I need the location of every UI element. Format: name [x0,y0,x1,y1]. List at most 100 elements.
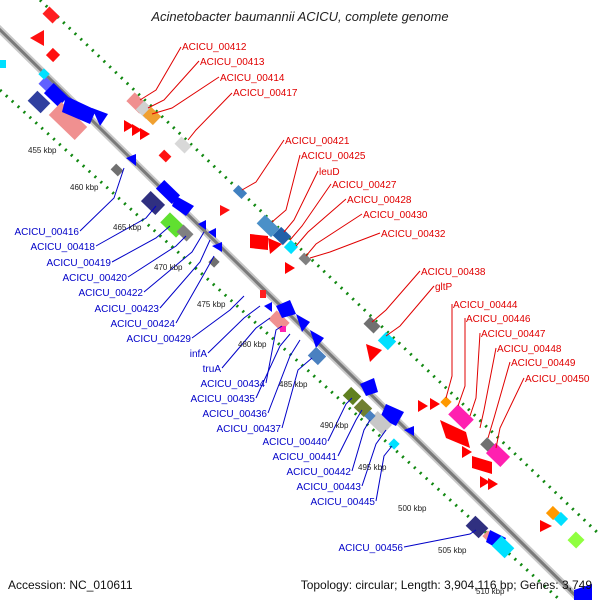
topology-text: Topology: circular; Length: 3,904,116 bp… [300,578,592,592]
gene-label-reverse: ACICU_00445 [311,497,376,508]
leader-line [111,225,171,263]
gene-label-reverse: truA [203,364,222,375]
leader-line [495,377,525,449]
gene-label-forward: ACICU_00444 [453,300,518,311]
scale-label: 470 kbp [154,263,183,272]
feature-reverse [310,330,324,348]
gene-label-forward: gltP [435,282,453,293]
feature-reverse [465,515,489,539]
feature-reverse [212,242,222,252]
feature-reverse [307,346,327,366]
feature-reverse [110,163,124,177]
map-title: Acinetobacter baumannii ACICU, complete … [151,9,449,24]
feature-forward [30,30,44,46]
scale-label: 495 kbp [358,463,387,472]
feature-reverse [360,378,378,396]
feature-forward [567,531,585,549]
feature-reverse [176,224,194,242]
gene-label-reverse: ACICU_00419 [47,258,112,269]
feature-forward [140,128,150,140]
scale-label: 505 kbp [438,546,467,555]
gene-label-reverse: ACICU_00456 [339,543,404,554]
leader-line [271,154,301,223]
feature-reverse [260,290,266,298]
leader-line [187,92,233,141]
gene-label-reverse: ACICU_00423 [95,304,160,315]
feature-forward [132,124,142,136]
feature-forward [256,214,280,238]
scale-label: 460 kbp [70,183,99,192]
feature-reverse [208,228,216,238]
gene-label-forward: ACICU_00447 [481,329,546,340]
leader-line [337,409,363,457]
gene-label-forward: ACICU_00432 [381,229,446,240]
feature-forward [480,476,490,488]
gene-label-reverse: ACICU_00443 [297,482,362,493]
leader-line [445,304,453,399]
gene-label-reverse: infA [190,349,208,360]
feature-reverse [280,326,286,332]
leader-line [361,429,387,487]
feature-reverse [574,584,592,600]
feature-forward [472,456,492,474]
feature-forward [448,404,474,430]
gene-label-forward: ACICU_00417 [233,88,298,99]
gene-label-reverse: ACICU_00424 [111,319,176,330]
feature-forward [220,205,230,216]
gene-label-reverse: ACICU_00416 [15,227,80,238]
feature-forward [42,6,60,24]
leader-line [283,170,319,233]
leader-line [487,361,511,439]
feature-forward [540,520,552,532]
feature-reverse [404,426,414,436]
feature-forward [418,400,428,412]
feature-reverse [38,68,50,80]
leader-line [267,339,301,414]
feature-forward [363,316,381,334]
scale-label: 475 kbp [197,300,226,309]
feature-forward [45,47,61,63]
leader-line [241,139,285,191]
feature-forward [158,149,172,163]
feature-reverse [27,90,51,114]
feature-forward [283,239,299,255]
feature-reverse [353,398,373,418]
scale-label: 480 kbp [238,340,267,349]
leader-line [143,231,205,293]
gene-label-forward: ACICU_00448 [497,344,562,355]
gene-label-forward: ACICU_00430 [363,210,428,221]
gene-label-forward: ACICU_00413 [200,57,265,68]
feature-reverse [155,180,181,204]
leader-line [295,198,347,247]
gene-label-forward: leuD [319,167,340,178]
accession-text: Accession: NC_010611 [8,578,133,592]
leader-line [139,46,182,101]
gene-label-forward: ACICU_00446 [466,314,531,325]
leader-line [469,332,481,417]
leader-line [79,167,125,232]
leader-line [305,213,363,257]
gene-label-forward: ACICU_00425 [301,151,366,162]
gene-label-forward: ACICU_00412 [182,42,247,53]
feature-forward [272,226,292,246]
scale-label: 500 kbp [398,504,427,513]
leader-line [479,347,497,429]
feature-forward [377,331,397,351]
feature-reverse [264,302,272,312]
feature-forward [553,511,569,527]
scale-label: 510 kbp [476,587,505,596]
scale-label: 465 kbp [113,223,142,232]
feature-reverse [62,96,96,124]
gene-label-forward: ACICU_00414 [220,73,285,84]
gene-label-forward: ACICU_00449 [511,358,576,369]
leader-line [403,529,477,548]
leader-lines-reverse [79,167,477,548]
leader-line [175,255,215,324]
gene-label-reverse: ACICU_00437 [217,424,282,435]
scale-labels: 455 kbp 460 kbp 465 kbp 470 kbp 475 kbp … [28,146,505,596]
feature-reverse [208,256,220,268]
leader-line [457,318,466,407]
